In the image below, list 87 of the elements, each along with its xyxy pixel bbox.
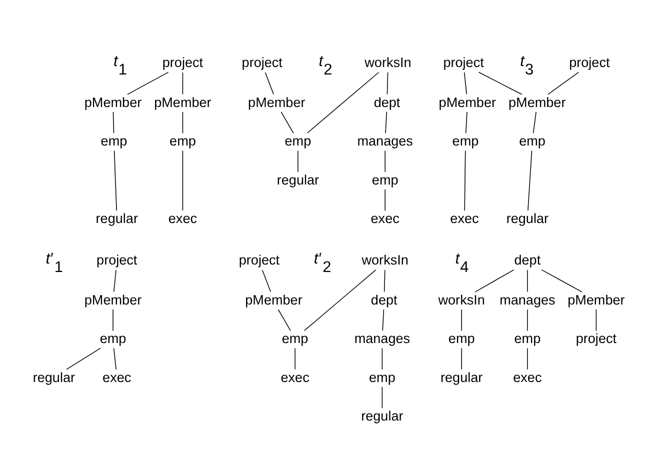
node-text: regular bbox=[276, 172, 320, 188]
connector bbox=[527, 309, 528, 332]
node-text: worksIn bbox=[364, 55, 412, 70]
connector bbox=[382, 309, 384, 332]
connector bbox=[182, 112, 184, 134]
connector bbox=[382, 386, 383, 409]
connector bbox=[278, 309, 291, 332]
node-text: emp bbox=[100, 134, 128, 149]
connector bbox=[304, 270, 376, 331]
connector bbox=[384, 189, 386, 212]
node-text: exec bbox=[370, 210, 400, 226]
connector bbox=[532, 112, 536, 134]
connector bbox=[478, 72, 522, 95]
node-text: dept bbox=[374, 94, 400, 110]
node-text: project bbox=[242, 55, 282, 70]
connector bbox=[465, 112, 468, 134]
node-text: manages bbox=[500, 292, 556, 308]
node-text: dept bbox=[514, 252, 541, 268]
node-text: exec bbox=[280, 370, 310, 385]
connector bbox=[386, 72, 388, 95]
connector bbox=[182, 72, 184, 95]
node-text: regular bbox=[506, 210, 549, 226]
node-text: emp bbox=[282, 331, 308, 346]
connector bbox=[182, 150, 184, 211]
connector bbox=[113, 348, 116, 370]
node-text: project bbox=[443, 55, 484, 70]
connector bbox=[461, 348, 462, 370]
connector bbox=[113, 270, 116, 292]
node-text: emp bbox=[284, 134, 312, 149]
node-text: worksIn bbox=[438, 292, 485, 308]
node-text: emp bbox=[369, 370, 396, 385]
connector bbox=[528, 150, 532, 211]
connector bbox=[527, 270, 528, 292]
node-text: dept bbox=[370, 292, 398, 308]
node-text: regular bbox=[32, 370, 76, 385]
connector bbox=[306, 72, 380, 134]
node-text: pMember bbox=[568, 292, 625, 308]
node-text: project bbox=[96, 252, 138, 268]
node-text: project bbox=[162, 55, 204, 70]
connector bbox=[548, 72, 579, 95]
node-text: pMember bbox=[84, 292, 142, 308]
connector bbox=[385, 112, 388, 134]
node-text: manages bbox=[357, 134, 413, 149]
node-text: exec bbox=[102, 370, 132, 385]
connector bbox=[264, 72, 274, 95]
node-text: emp bbox=[519, 134, 546, 149]
node-text: pMember bbox=[248, 94, 306, 110]
connector bbox=[596, 309, 597, 332]
node-text: pMember bbox=[84, 94, 142, 110]
connector bbox=[294, 348, 296, 370]
node-text: regular bbox=[96, 210, 138, 226]
connector bbox=[262, 270, 272, 292]
node-text: manages bbox=[354, 331, 410, 346]
connector bbox=[280, 112, 294, 134]
node-text: exec bbox=[513, 370, 542, 385]
node-text: regular bbox=[440, 370, 483, 385]
connector bbox=[384, 150, 386, 172]
connector bbox=[464, 72, 467, 95]
node-text: project bbox=[569, 55, 610, 70]
connector bbox=[384, 270, 386, 292]
node-text: emp bbox=[372, 172, 398, 188]
connector bbox=[114, 150, 117, 211]
node-text: emp bbox=[170, 134, 196, 149]
connector bbox=[541, 269, 582, 292]
node-text: project bbox=[238, 252, 280, 268]
connector bbox=[461, 309, 462, 332]
connector bbox=[66, 348, 101, 370]
connector bbox=[464, 150, 466, 211]
connector bbox=[474, 269, 514, 292]
node-text: emp bbox=[100, 331, 126, 346]
connector bbox=[112, 112, 114, 134]
node-text: exec bbox=[168, 210, 198, 226]
node-text: pMember bbox=[438, 94, 496, 110]
node-text: project bbox=[576, 331, 617, 346]
node-text: exec bbox=[450, 210, 479, 226]
connector bbox=[112, 309, 114, 332]
node-text: emp bbox=[448, 331, 475, 346]
node-text: emp bbox=[452, 134, 479, 149]
node-text: emp bbox=[514, 331, 541, 346]
node-text: pMember bbox=[245, 292, 302, 308]
node-text: worksIn bbox=[362, 252, 408, 268]
connector bbox=[527, 348, 528, 370]
connector bbox=[382, 348, 383, 370]
node-text: pMember bbox=[154, 94, 212, 110]
connector bbox=[127, 72, 169, 95]
node-text: pMember bbox=[508, 94, 566, 110]
node-text: regular bbox=[361, 408, 404, 424]
